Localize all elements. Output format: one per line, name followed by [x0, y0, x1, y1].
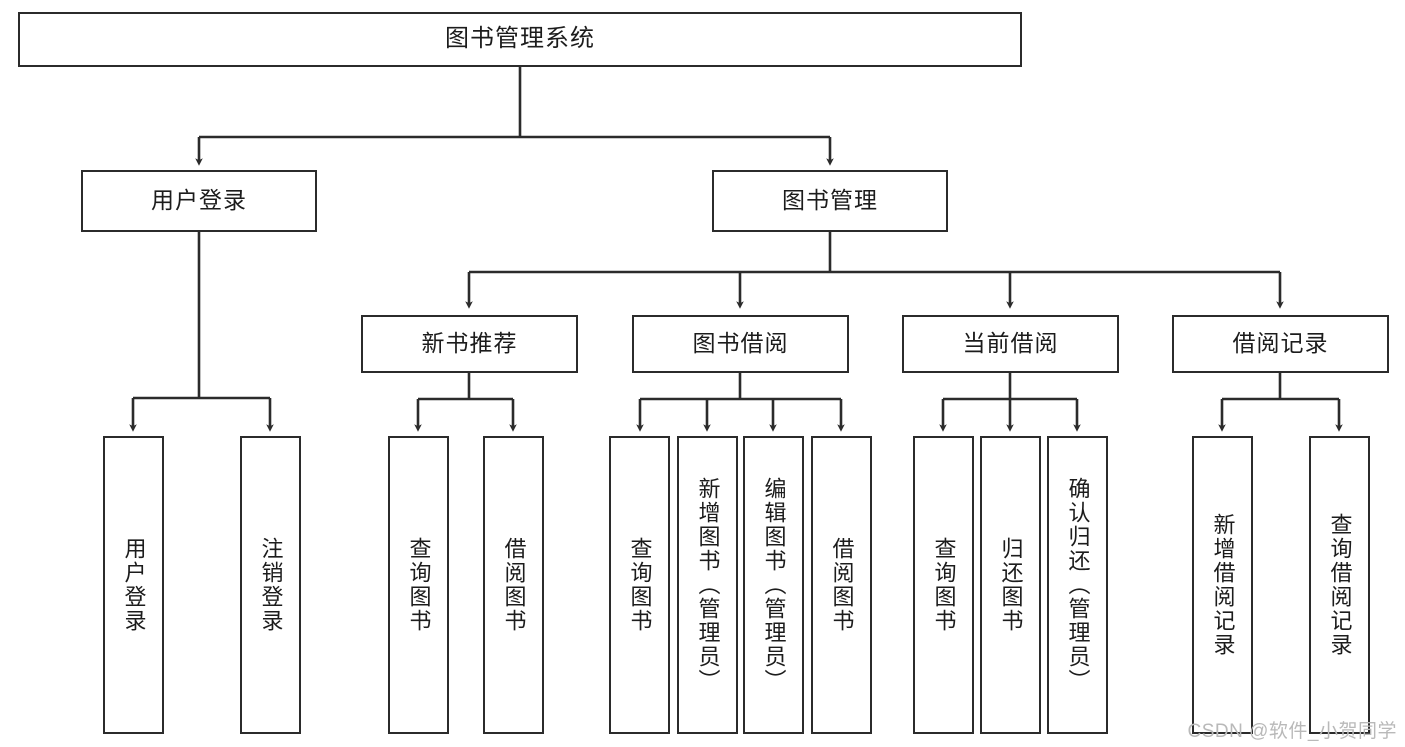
- node-new-book-recommendation[interactable]: 新书推荐: [361, 315, 578, 373]
- node-label: 注销登录: [258, 537, 284, 633]
- node-label: 图书借阅: [692, 330, 789, 357]
- leaf-edit-book-admin[interactable]: 编辑图书（管理员）: [743, 436, 804, 734]
- node-label: 编辑图书（管理员）: [761, 477, 787, 693]
- node-label: 新增图书（管理员）: [695, 477, 721, 693]
- node-user-login[interactable]: 用户登录: [81, 170, 317, 232]
- leaf-confirm-return-admin[interactable]: 确认归还（管理员）: [1047, 436, 1108, 734]
- node-book-management[interactable]: 图书管理: [712, 170, 948, 232]
- node-book-borrowing[interactable]: 图书借阅: [632, 315, 849, 373]
- leaf-query-books-borrowing[interactable]: 查询图书: [609, 436, 670, 734]
- node-label: 新书推荐: [421, 330, 518, 357]
- leaf-add-borrow-record[interactable]: 新增借阅记录: [1192, 436, 1253, 734]
- node-current-borrowings[interactable]: 当前借阅: [902, 315, 1119, 373]
- node-label: 归还图书: [998, 537, 1024, 633]
- leaf-query-books-recommendation[interactable]: 查询图书: [388, 436, 449, 734]
- node-label: 用户登录: [151, 187, 247, 214]
- leaf-borrow-books-recommendation[interactable]: 借阅图书: [483, 436, 544, 734]
- leaf-borrow-books-borrowing[interactable]: 借阅图书: [811, 436, 872, 734]
- leaf-logout[interactable]: 注销登录: [240, 436, 301, 734]
- node-borrowing-records[interactable]: 借阅记录: [1172, 315, 1389, 373]
- node-label: 借阅图书: [829, 537, 855, 633]
- node-label: 确认归还（管理员）: [1065, 477, 1091, 693]
- node-label: 查询图书: [406, 537, 432, 633]
- leaf-user-login[interactable]: 用户登录: [103, 436, 164, 734]
- leaf-query-books-current[interactable]: 查询图书: [913, 436, 974, 734]
- csdn-watermark: CSDN @软件_小贺同学: [1187, 721, 1397, 742]
- leaf-query-borrow-record[interactable]: 查询借阅记录: [1309, 436, 1370, 734]
- node-label: 当前借阅: [962, 330, 1059, 357]
- node-label: 借阅记录: [1232, 330, 1329, 357]
- node-root-book-management-system[interactable]: 图书管理系统: [18, 12, 1022, 67]
- leaf-return-books[interactable]: 归还图书: [980, 436, 1041, 734]
- node-label: 查询借阅记录: [1327, 513, 1353, 657]
- node-label: 查询图书: [627, 537, 653, 633]
- node-label: 用户登录: [121, 537, 147, 633]
- leaf-add-book-admin[interactable]: 新增图书（管理员）: [677, 436, 738, 734]
- node-label: 图书管理系统: [445, 25, 595, 53]
- node-label: 查询图书: [931, 537, 957, 633]
- node-label: 新增借阅记录: [1210, 513, 1236, 657]
- node-label: 借阅图书: [501, 537, 527, 633]
- node-label: 图书管理: [782, 187, 878, 214]
